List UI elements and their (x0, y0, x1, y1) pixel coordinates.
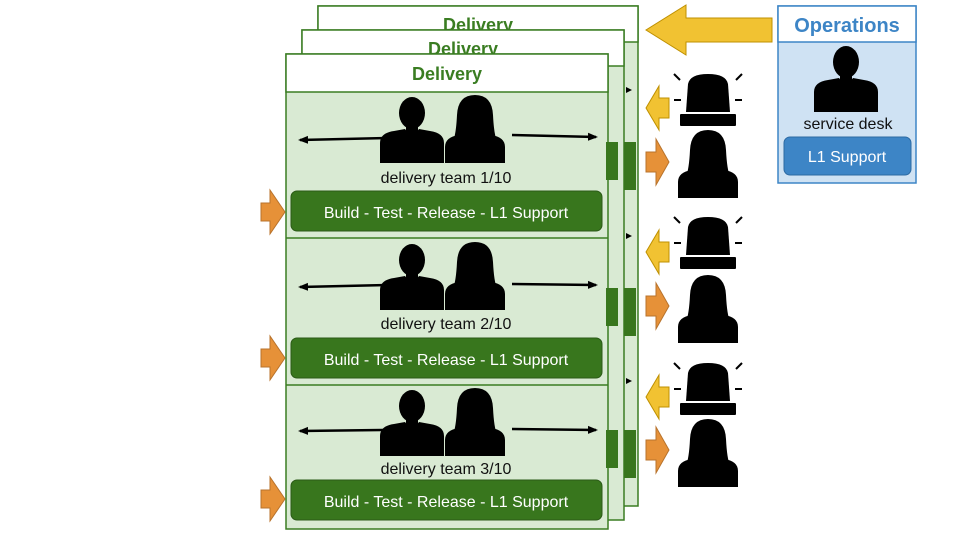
team-name-3: delivery team 3/10 (381, 461, 512, 478)
arrow-icon (645, 137, 670, 187)
person-icon (678, 130, 738, 198)
arrow-icon (645, 281, 670, 331)
team-section-3: delivery team 3/10 Build - Test - Releas… (290, 388, 603, 521)
back-card-pill-edges (606, 142, 636, 478)
sirens (673, 73, 743, 416)
arrow-icon (645, 425, 670, 475)
arrow-icon (260, 475, 286, 523)
arrow-icon (260, 334, 286, 382)
team-name-1: delivery team 1/10 (381, 170, 512, 187)
team-section-2: delivery team 2/10 Build - Test - Releas… (290, 242, 603, 379)
person-icon (678, 275, 738, 343)
arrow-icon (645, 228, 670, 276)
support-persons (678, 130, 738, 487)
arrow-icon (645, 84, 670, 132)
team-process-2: Build - Test - Release - L1 Support (324, 352, 569, 369)
delivery-header-front: Delivery (412, 64, 482, 84)
operations-l1-support: L1 Support (808, 149, 887, 166)
orange-input-arrows (260, 188, 286, 523)
team-process-1: Build - Test - Release - L1 Support (324, 205, 569, 222)
arrow-icon (260, 188, 286, 236)
delivery-card-front: Delivery (285, 53, 609, 530)
yellow-alert-arrows (645, 84, 670, 421)
siren-icon (673, 362, 743, 416)
team-process-3: Build - Test - Release - L1 Support (324, 494, 569, 511)
back-card-edge-arrows (626, 87, 632, 384)
siren-icon (673, 73, 743, 127)
operations-role: service desk (804, 116, 894, 133)
team-name-2: delivery team 2/10 (381, 316, 512, 333)
siren-icon (673, 216, 743, 270)
orange-right-arrows (645, 137, 670, 475)
team-section-1: delivery team 1/10 Build - Test - Releas… (290, 95, 603, 232)
operations-arrow-icon (645, 4, 773, 56)
arrow-icon (645, 373, 670, 421)
operations-panel: Operations service desk L1 Support (777, 5, 917, 184)
operations-title: Operations (794, 15, 900, 37)
person-icon (678, 419, 738, 487)
